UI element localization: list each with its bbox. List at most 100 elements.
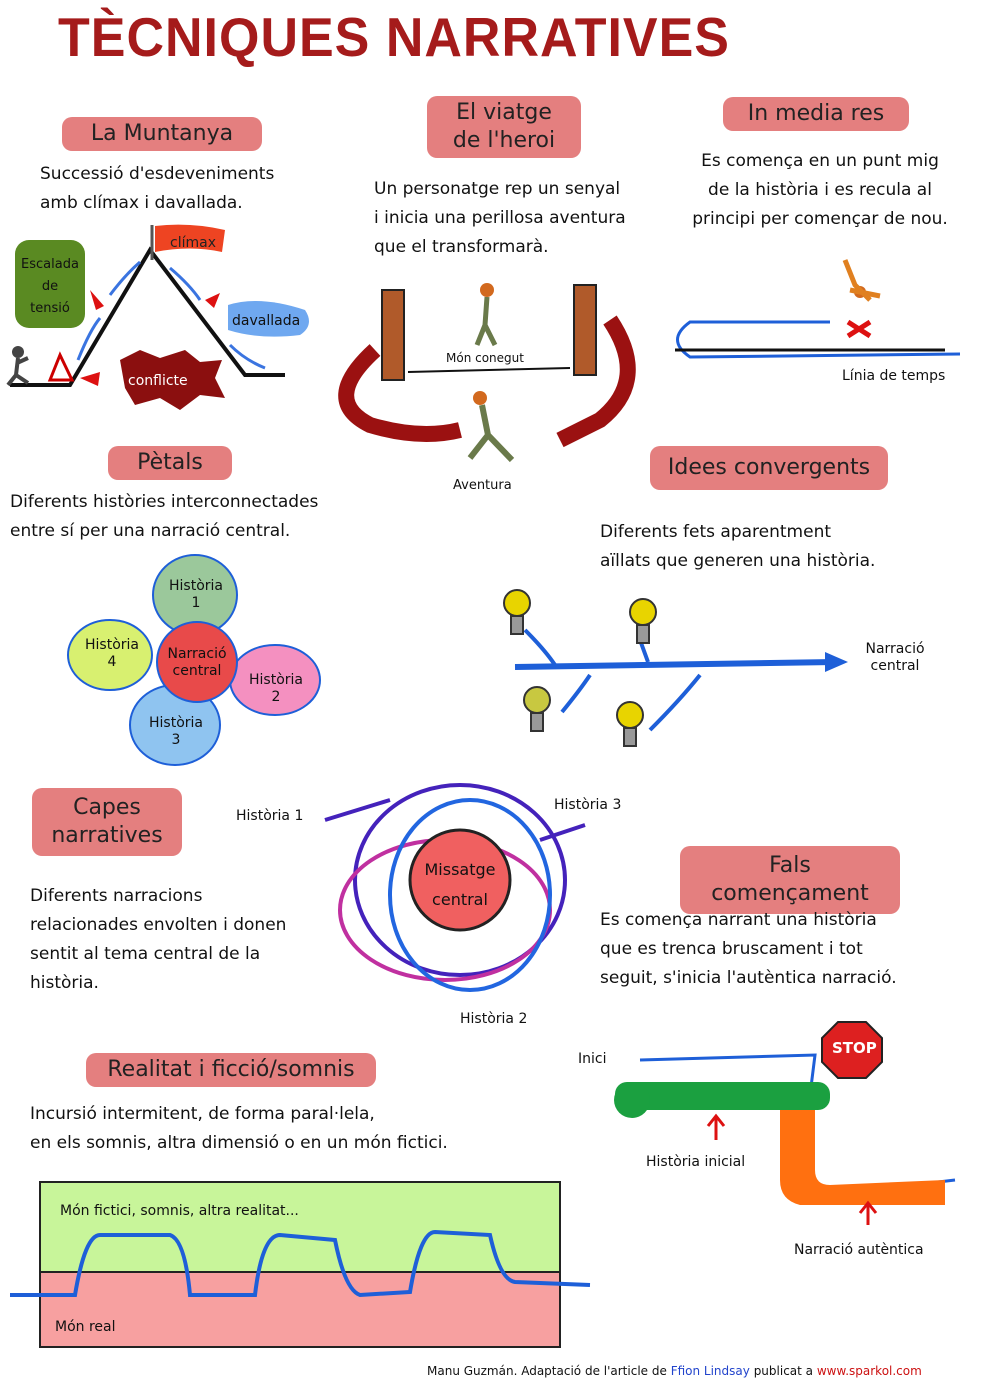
label-inici: Inici bbox=[578, 1051, 607, 1067]
media-res-diagram bbox=[675, 259, 961, 359]
reality-fiction-diagram bbox=[10, 1181, 591, 1348]
label-line: Història bbox=[85, 637, 139, 653]
label-mon-real: Món real bbox=[55, 1319, 116, 1335]
label-line: central bbox=[172, 663, 222, 679]
desc-line: aïllats que generen una història. bbox=[600, 551, 876, 571]
stop-sign-icon bbox=[821, 1021, 883, 1079]
desc-line: Incursió intermitent, de forma paral·lel… bbox=[30, 1104, 375, 1124]
label-stop: STOP bbox=[832, 1039, 877, 1057]
label-line: Missatge bbox=[424, 860, 496, 879]
label-historia-3: Història 3 bbox=[554, 797, 622, 813]
hero-icon bbox=[473, 391, 487, 405]
petals-desc: Diferents històries interconnectades ent… bbox=[10, 488, 318, 546]
petals-diagram bbox=[67, 554, 321, 766]
label-mon-fictici: Món fictici, somnis, altra realitat... bbox=[60, 1203, 299, 1219]
tag-in-media-res: In media res bbox=[723, 97, 909, 131]
desc-line: Es comença narrant una història bbox=[600, 910, 877, 930]
tag-line: de l'heroi bbox=[452, 128, 556, 153]
warning-icon bbox=[47, 351, 75, 382]
desc-line: Diferents fets aparentment bbox=[600, 522, 832, 542]
desc-line: principi per començar de nou. bbox=[692, 209, 948, 229]
tag-idees-convergents: Idees convergents bbox=[650, 446, 888, 490]
label-narracio-autentica: Narració autèntica bbox=[794, 1242, 924, 1258]
credit-line: Manu Guzmán. Adaptació de l'article de F… bbox=[427, 1364, 922, 1378]
credit-middle: publicat a bbox=[753, 1364, 814, 1378]
tag-line: Capes bbox=[73, 795, 141, 820]
desc-line: entre sí per una narració central. bbox=[10, 521, 291, 541]
label-line: central bbox=[432, 890, 488, 909]
desc-line: història. bbox=[30, 973, 99, 993]
door-icon bbox=[573, 284, 597, 376]
label-line: Història bbox=[149, 715, 203, 731]
label-escalada: Escalada de tensió bbox=[14, 254, 86, 320]
layers-diagram bbox=[324, 783, 586, 992]
credit-site-link[interactable]: www.sparkol.com bbox=[816, 1364, 922, 1378]
label-line: Escalada bbox=[21, 257, 79, 272]
tag-petals: Pètals bbox=[108, 446, 232, 480]
tag-fals-comencament: Fals començament bbox=[680, 846, 900, 914]
false-start-diagram bbox=[614, 1021, 956, 1225]
desc-line: amb clímax i davallada. bbox=[40, 193, 243, 213]
desc-line: Successió d'esdeveniments bbox=[40, 164, 275, 184]
label-climax: clímax bbox=[170, 235, 216, 251]
desc-line: Es comença en un punt mig bbox=[701, 151, 939, 171]
desc-line: Diferents narracions bbox=[30, 886, 203, 906]
cloud-icon bbox=[228, 301, 309, 337]
label-conflicte: conflicte bbox=[128, 373, 188, 389]
capes-desc: Diferents narracions relacionades envolt… bbox=[30, 882, 286, 998]
cycle-arrow-left bbox=[338, 344, 462, 442]
media-res-desc: Es comença en un punt mig de la història… bbox=[680, 147, 960, 234]
label-line: 4 bbox=[107, 654, 117, 670]
tag-viatge-heroi: El viatge de l'heroi bbox=[427, 96, 581, 158]
converging-diagram bbox=[503, 589, 848, 747]
desc-line: seguit, s'inicia l'autèntica narració. bbox=[600, 968, 897, 988]
label-historia-2: Història 2 bbox=[460, 1011, 528, 1027]
hero-journey-diagram bbox=[338, 283, 636, 463]
desc-line: sentit al tema central de la bbox=[30, 944, 261, 964]
label-historia-1: Història 1 bbox=[236, 808, 304, 824]
label-davallada: davallada bbox=[232, 313, 301, 329]
label-line: 2 bbox=[271, 689, 281, 705]
desc-line: de la història i es recula al bbox=[708, 180, 932, 200]
desc-line: i inicia una perillosa aventura bbox=[374, 208, 626, 228]
credit-author-link[interactable]: Ffion Lindsay bbox=[670, 1364, 750, 1378]
cycle-arrow-right bbox=[556, 315, 636, 448]
lightbulb-icons bbox=[503, 589, 657, 747]
idees-desc: Diferents fets aparentment aïllats que g… bbox=[600, 518, 875, 576]
runner-icon bbox=[12, 346, 24, 358]
label-line: 1 bbox=[191, 595, 201, 611]
fals-desc: Es comença narrant una història que es t… bbox=[600, 906, 897, 993]
label-historia-inicial: Història inicial bbox=[646, 1154, 746, 1170]
tag-line: El viatge bbox=[456, 100, 552, 125]
escalada-bush bbox=[15, 240, 85, 328]
label-missatge-central: Missatge central bbox=[412, 855, 508, 915]
muntanya-desc: Successió d'esdeveniments amb clímax i d… bbox=[40, 160, 274, 218]
label-line: de bbox=[41, 279, 59, 294]
tag-line: narratives bbox=[51, 823, 163, 848]
label-timeline: Línia de temps bbox=[842, 368, 946, 384]
label-line: Narració bbox=[167, 646, 227, 662]
flag-icon bbox=[155, 224, 225, 252]
credit-prefix: Manu Guzmán. Adaptació de l'article de bbox=[427, 1364, 667, 1378]
tag-capes-narratives: Capes narratives bbox=[32, 788, 182, 856]
label-line: tensió bbox=[30, 301, 70, 316]
burst-icon bbox=[120, 350, 225, 410]
label-line: Història bbox=[169, 578, 223, 594]
desc-line: Diferents històries interconnectades bbox=[10, 492, 319, 512]
realitat-desc: Incursió intermitent, de forma paral·lel… bbox=[30, 1100, 448, 1158]
label-line: Història bbox=[249, 672, 303, 688]
desc-line: que el transformarà. bbox=[374, 237, 549, 257]
desc-line: Un personatge rep un senyal bbox=[374, 179, 621, 199]
door-icon bbox=[381, 289, 405, 381]
label-line: Narració bbox=[865, 641, 925, 657]
label-line: 3 bbox=[171, 732, 181, 748]
label-aventura: Aventura bbox=[453, 478, 512, 493]
desc-line: que es trenca bruscament i tot bbox=[600, 939, 863, 959]
